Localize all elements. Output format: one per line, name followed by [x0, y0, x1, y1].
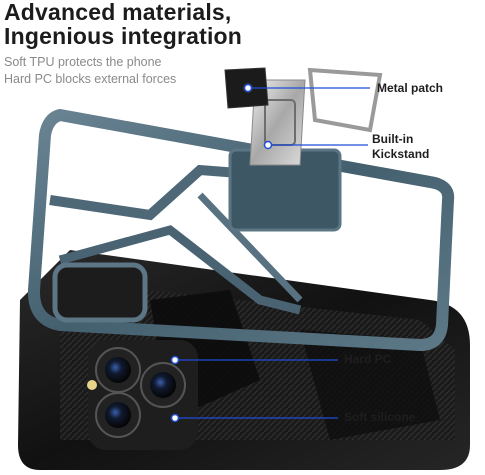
callout-dots	[170, 83, 273, 423]
camera-module	[87, 340, 198, 450]
headline-line-1: Advanced materials,	[4, 0, 232, 25]
subtext: Soft TPU protects the phone Hard PC bloc…	[4, 54, 176, 88]
callout-metal-patch: Metal patch	[377, 81, 444, 95]
subtext-line-1: Soft TPU protects the phone	[4, 55, 162, 69]
callout-hard-pc: Hard PC	[344, 352, 392, 366]
callout-kickstand: Built-in Kickstand	[372, 132, 430, 161]
headline-line-2: Ingenious integration	[4, 23, 243, 49]
blue-frame	[28, 109, 455, 351]
callout-lines	[175, 87, 370, 419]
subtext-line-2: Hard PC blocks external forces	[4, 72, 177, 86]
callout-soft-silicone: Soft silicone	[344, 410, 416, 424]
headline: Advanced materials, Ingenious integratio…	[4, 0, 242, 48]
